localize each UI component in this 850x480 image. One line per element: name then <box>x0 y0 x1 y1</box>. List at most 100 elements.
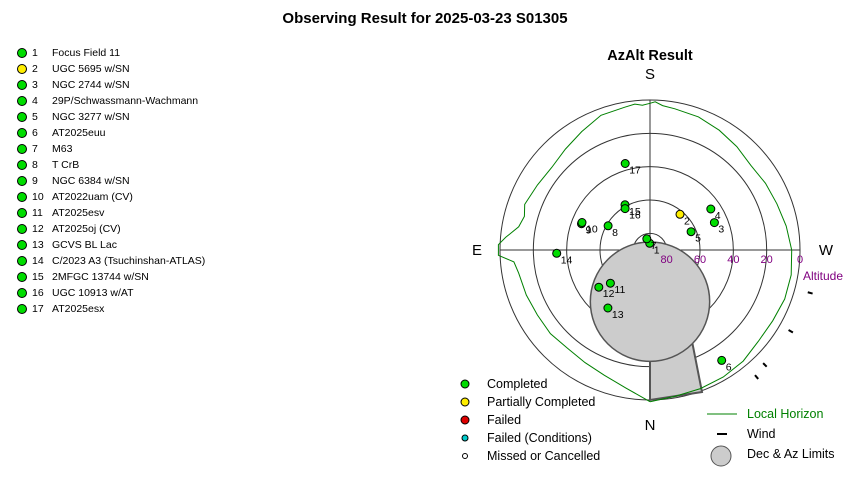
object-number: 9 <box>32 175 38 187</box>
object-point <box>594 282 604 292</box>
object-point <box>552 248 562 258</box>
cardinal-north: N <box>645 417 656 434</box>
legend-marker <box>462 453 468 459</box>
status-dot-icon <box>17 192 27 202</box>
altitude-tick-labels: 80 60 40 20 0 <box>661 254 804 266</box>
status-dot-icon <box>17 160 27 170</box>
object-point-label: 4 <box>715 210 721 222</box>
object-point-label: 1 <box>654 244 660 256</box>
object-name: C/2023 A3 (Tsuchinshan-ATLAS) <box>52 255 206 267</box>
object-point-label: 10 <box>586 224 598 236</box>
object-number: 12 <box>32 223 44 235</box>
object-point-label: 15 <box>629 206 641 218</box>
legend-marker <box>460 397 470 407</box>
altitude-axis-label: Altitude <box>803 269 843 283</box>
object-point-label: 3 <box>718 224 724 236</box>
legend-label: Dec & Az Limits <box>747 447 835 461</box>
status-dot-icon <box>17 48 27 58</box>
object-point-label: 16 <box>629 210 641 222</box>
legend-marker <box>460 415 470 425</box>
cardinal-west: W <box>819 242 834 259</box>
object-number: 16 <box>32 287 44 299</box>
cardinal-east: E <box>472 242 482 259</box>
object-point <box>603 221 613 231</box>
object-number: 13 <box>32 239 44 251</box>
object-point-label: 13 <box>612 309 624 321</box>
object-name: AT2025oj (CV) <box>52 223 121 235</box>
object-point <box>577 218 587 227</box>
object-name: UGC 5695 w/SN <box>52 63 130 75</box>
status-dot-icon <box>17 256 27 266</box>
object-point <box>642 234 652 244</box>
object-point-label: 7 <box>651 240 657 252</box>
legend-marker <box>460 379 470 389</box>
legend-label: Partially Completed <box>487 395 595 409</box>
altitude-tick-label: 60 <box>694 254 706 266</box>
object-name: NGC 6384 w/SN <box>52 175 130 187</box>
altitude-tick-label: 40 <box>727 254 739 266</box>
dec-limit-disc <box>589 241 711 363</box>
object-point-label: 17 <box>629 165 641 177</box>
object-name: NGC 3277 w/SN <box>52 111 130 123</box>
object-point <box>709 218 719 228</box>
object-point <box>675 209 685 219</box>
legend-label: Wind <box>747 427 776 441</box>
status-dot-icon <box>17 240 27 250</box>
object-number: 8 <box>32 159 38 171</box>
status-dot-icon <box>17 144 27 154</box>
object-point-label: 6 <box>726 361 732 373</box>
object-point <box>686 227 696 237</box>
status-dot-icon <box>17 128 27 138</box>
object-point-label: 14 <box>561 254 573 266</box>
object-name: AT2025esv <box>52 207 105 219</box>
status-dot-icon <box>17 272 27 282</box>
object-point <box>603 303 613 313</box>
legend-marker <box>461 434 469 442</box>
object-number: 10 <box>32 191 44 203</box>
object-name: GCVS BL Lac <box>52 239 117 251</box>
object-number: 7 <box>32 143 38 155</box>
object-number: 11 <box>32 207 43 219</box>
object-name: NGC 2744 w/SN <box>52 79 130 91</box>
altitude-tick-label: 20 <box>761 254 773 266</box>
object-name: Focus Field 11 <box>52 47 121 59</box>
page-title: Observing Result for 2025-03-23 S01305 <box>282 10 568 27</box>
object-number: 1 <box>32 47 38 59</box>
status-dot-icon <box>17 96 27 106</box>
status-dot-icon <box>17 288 27 298</box>
object-point-label: 8 <box>612 227 618 239</box>
object-point-label: 12 <box>603 288 615 300</box>
object-number: 6 <box>32 127 38 139</box>
object-name: 29P/Schwassmann-Wachmann <box>52 95 199 107</box>
object-point-label: 5 <box>695 233 701 245</box>
altitude-tick-label: 80 <box>661 254 673 266</box>
object-point <box>620 204 630 214</box>
status-dot-icon <box>17 112 27 122</box>
object-name: AT2025esx <box>52 303 105 315</box>
object-number: 3 <box>32 79 38 91</box>
object-point-label: 11 <box>614 284 625 296</box>
object-number: 2 <box>32 63 38 75</box>
object-number: 4 <box>32 95 38 107</box>
legend-label: Local Horizon <box>747 407 823 421</box>
legend-label: Completed <box>487 377 547 391</box>
object-name: AT2025euu <box>52 127 106 139</box>
object-name: 2MFGC 13744 w/SN <box>52 271 149 283</box>
object-name: M63 <box>52 143 73 155</box>
status-dot-icon <box>17 224 27 234</box>
object-number: 17 <box>32 303 44 315</box>
status-dot-icon <box>17 64 27 74</box>
altitude-tick-label: 0 <box>797 254 803 266</box>
object-point <box>706 204 716 214</box>
object-name: UGC 10913 w/AT <box>52 287 134 299</box>
object-number: 15 <box>32 271 44 283</box>
cardinal-south: S <box>645 66 655 83</box>
status-dot-icon <box>17 176 27 186</box>
wind-tick <box>807 291 813 295</box>
wind-tick <box>754 374 759 380</box>
status-dot-icon <box>17 304 27 314</box>
object-name: T CrB <box>52 159 80 171</box>
status-dot-icon <box>17 208 27 218</box>
